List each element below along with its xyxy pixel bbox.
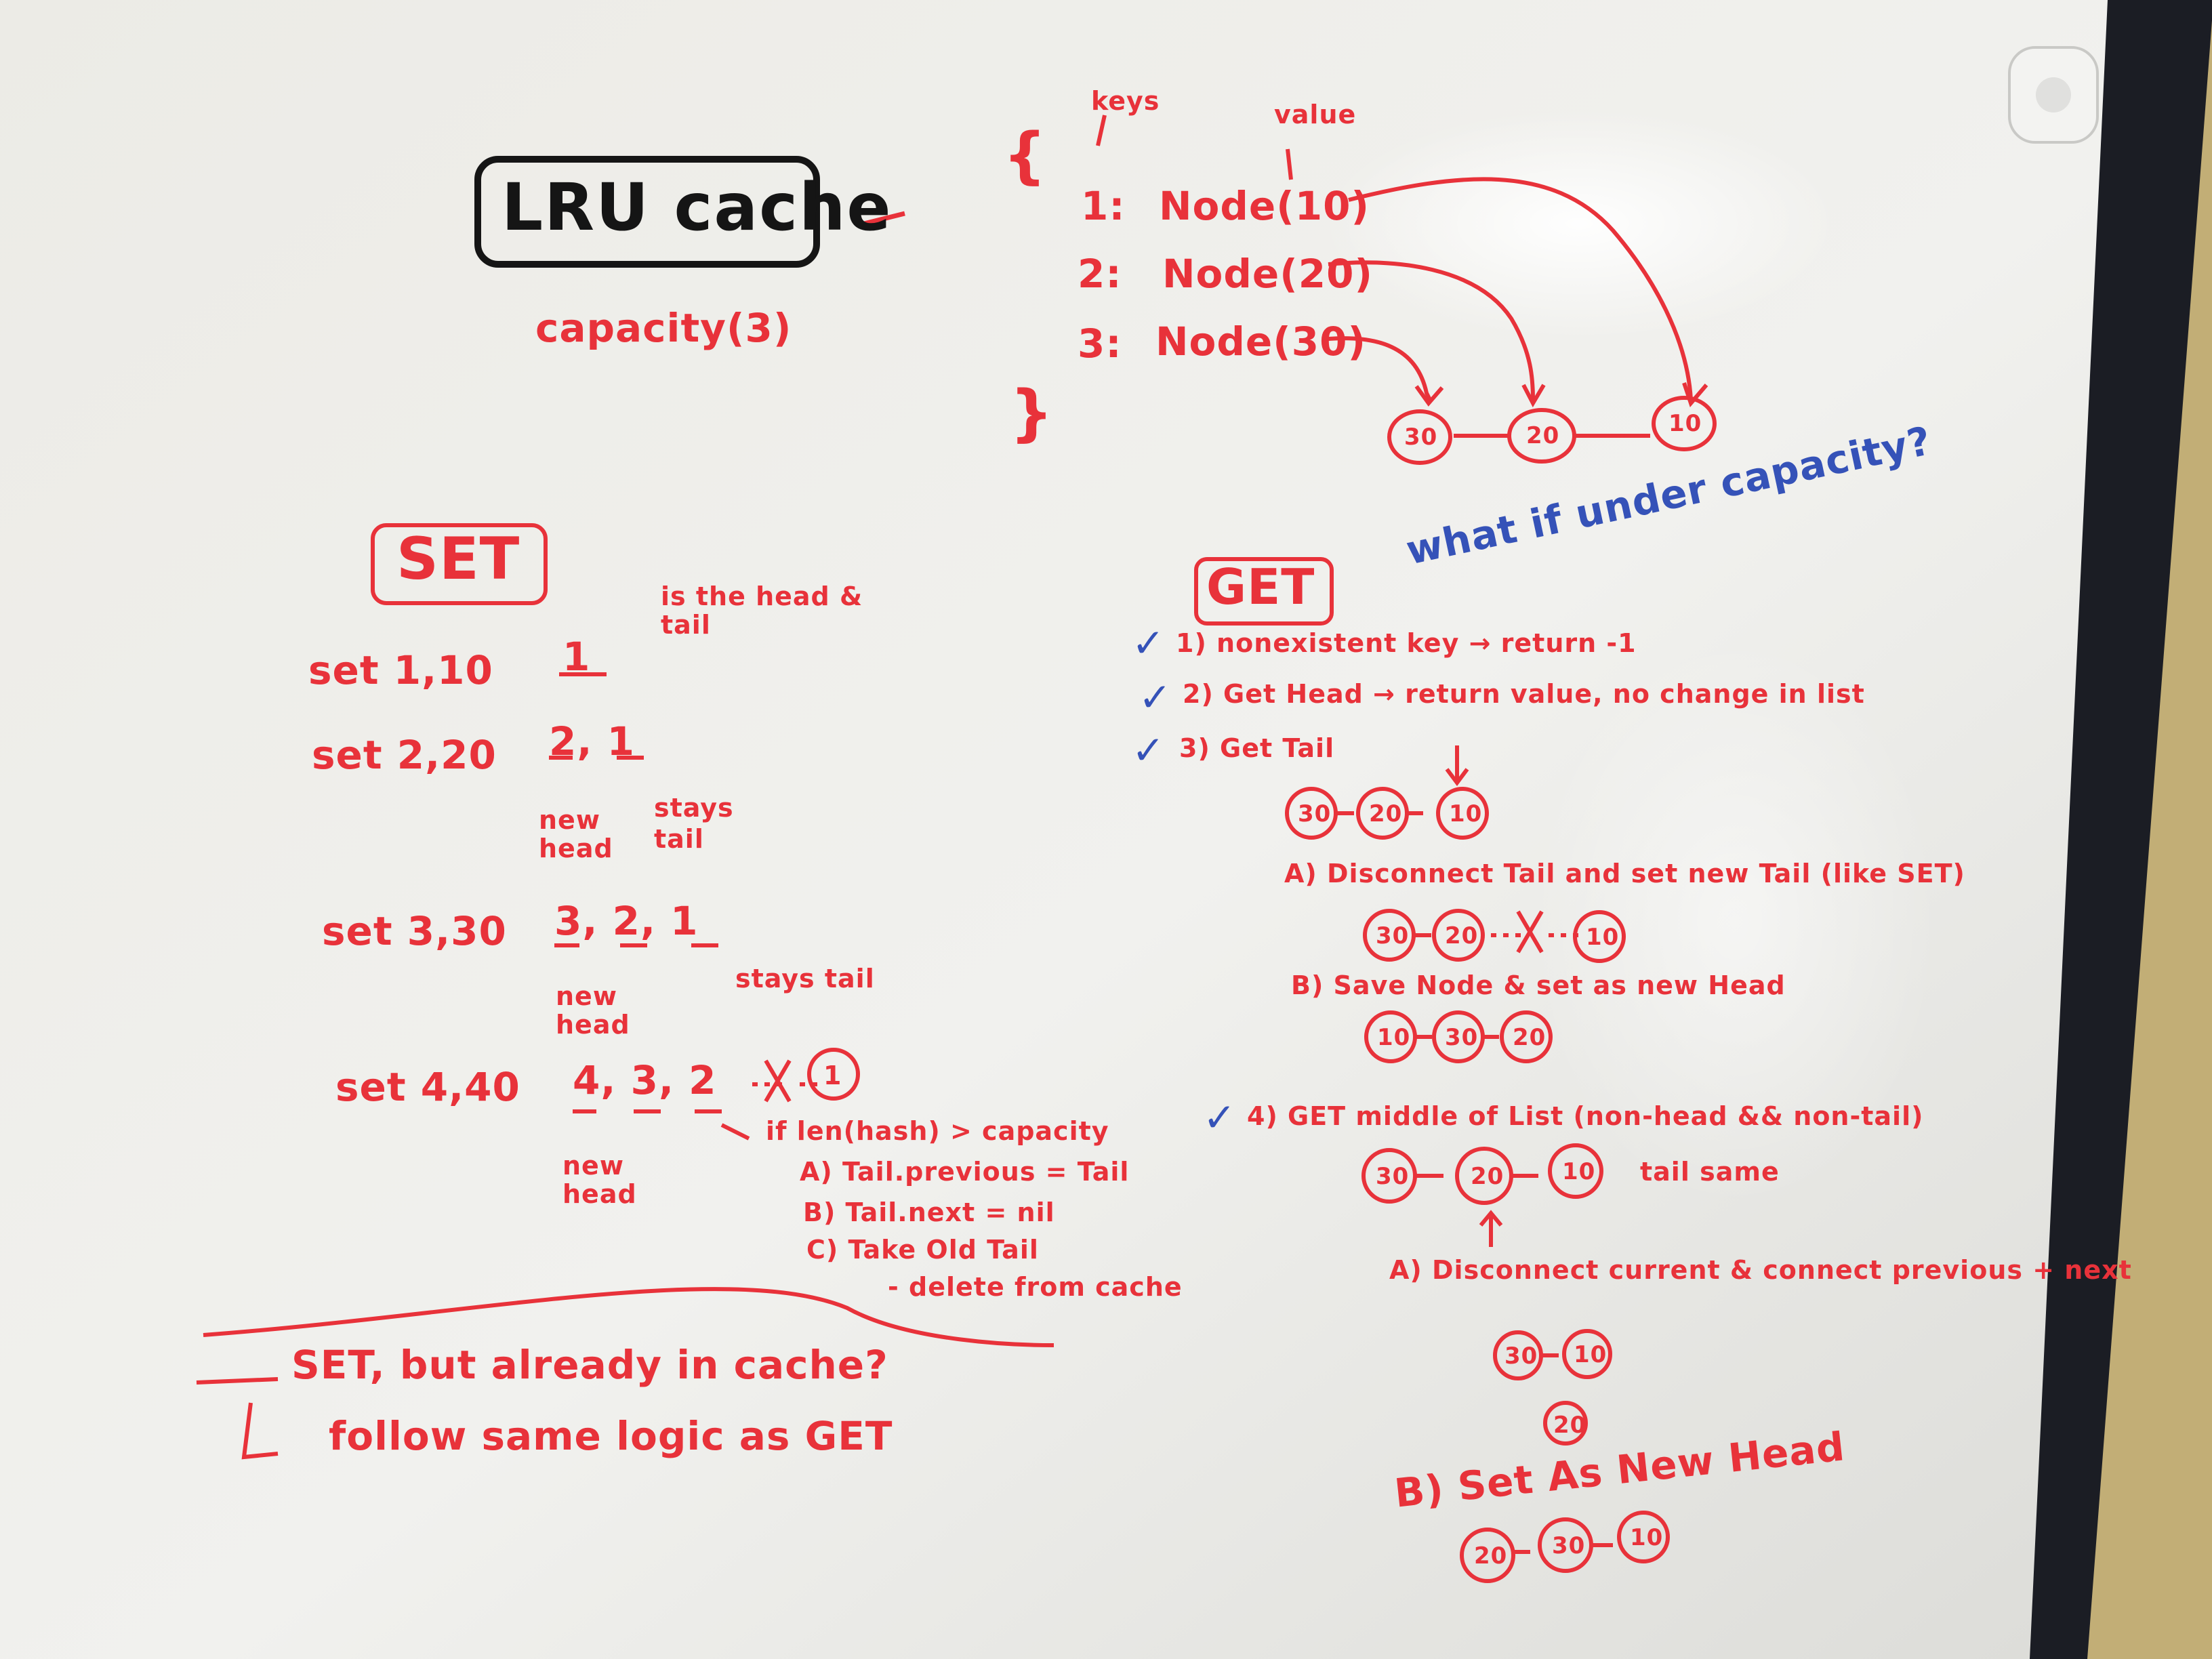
middle-b-node-2: 30 [1552, 1532, 1586, 1559]
set-list-3: 3, 2, 1 [554, 898, 699, 944]
set-cmd-1: set 1,10 [308, 647, 493, 693]
set-list-4: 4, 3, 2 [573, 1057, 717, 1103]
whiteboard-surface [0, 0, 2108, 1659]
set-follow-get: follow same logic as GET [329, 1413, 893, 1459]
tail-list-node-2: 20 [1369, 800, 1403, 827]
clip-center [2036, 77, 2071, 112]
tail-list-node-1: 30 [1298, 800, 1332, 827]
check-case-4: ✓ [1203, 1094, 1237, 1141]
get-tail-step-b: B) Save Node & set as new Head [1291, 970, 1786, 1000]
capacity-label: capacity(3) [535, 305, 792, 351]
set-head-note-4: new head [562, 1151, 637, 1209]
check-case-2: ✓ [1139, 674, 1172, 720]
evict-step-c: C) Take Old Tail [806, 1235, 1039, 1265]
list-node-30: 30 [1404, 424, 1438, 451]
map-key-1: 1: [1081, 183, 1126, 229]
get-tail-step-a: A) Disconnect Tail and set new Tail (lik… [1284, 859, 1965, 888]
map-close-brace: } [1010, 377, 1054, 449]
set-cmd-4: set 4,40 [335, 1064, 520, 1110]
title-box [474, 156, 820, 268]
map-value-2: Node(20) [1162, 251, 1373, 297]
tail-b-node-3: 20 [1513, 1024, 1547, 1051]
tail-b-node-1: 10 [1377, 1024, 1411, 1051]
get-under-capacity-question: what if under capacity? [1401, 417, 1936, 574]
middle-a-node-1: 30 [1504, 1343, 1538, 1370]
get-case-4: 4) GET middle of List (non-head && non-t… [1247, 1101, 1924, 1131]
set-head-note-3: new head [556, 981, 630, 1040]
get-marks [1285, 745, 1670, 1583]
set-list-2: 2, 1 [549, 718, 635, 764]
set-evicted-node: 1 [823, 1061, 842, 1090]
hash-map-list-nodes [1387, 396, 1717, 465]
set-head-note-2: new head [539, 805, 613, 863]
light-glare [1322, 108, 1837, 339]
evict-step-b: B) Tail.next = nil [803, 1197, 1055, 1227]
evict-step-delete: - delete from cache [888, 1272, 1183, 1302]
map-value-1: Node(10) [1159, 183, 1370, 229]
get-middle-step-b: B) Set As New Head [1392, 1423, 1847, 1517]
title-lru-cache: LRU cache [501, 169, 893, 245]
get-case-3: 3) Get Tail [1179, 733, 1335, 763]
hash-map-pointers [1096, 115, 1708, 438]
get-middle-step-a: A) Disconnect current & connect previous… [1389, 1255, 2132, 1285]
tail-a-node-2: 20 [1445, 922, 1479, 949]
keys-label: keys [1091, 86, 1160, 116]
middle-b-node-1: 20 [1474, 1542, 1508, 1570]
check-case-3: ✓ [1132, 727, 1166, 773]
evict-step-a: A) Tail.previous = Tail [800, 1157, 1130, 1187]
map-key-2: 2: [1078, 251, 1122, 297]
set-already-in-cache: SET, but already in cache? [291, 1342, 888, 1388]
set-list-1: 1 [562, 634, 591, 680]
get-case-1: 1) nonexistent key → return -1 [1176, 628, 1637, 658]
tail-a-node-3: 10 [1586, 924, 1620, 951]
set-cmd-2: set 2,20 [312, 732, 497, 778]
set-marks [196, 672, 1054, 1460]
middle-node-2: 20 [1471, 1163, 1504, 1190]
evict-condition: if len(hash) > capacity [766, 1116, 1109, 1146]
map-open-brace: { [1003, 120, 1048, 191]
map-value-3: Node(30) [1155, 319, 1366, 365]
get-heading-box [1194, 557, 1334, 626]
set-heading: SET [396, 525, 520, 593]
set-tail-note-3: stays tail [735, 964, 875, 994]
set-heading-box [371, 523, 548, 605]
middle-a-node-2: 10 [1574, 1341, 1607, 1368]
light-glare-lower [1532, 637, 1938, 1206]
list-node-10: 10 [1668, 410, 1702, 437]
head-tail-note: is the head & tail [661, 581, 863, 640]
get-heading: GET [1206, 558, 1315, 615]
get-case-2: 2) Get Head → return value, no change in… [1183, 679, 1865, 709]
middle-node-1: 30 [1376, 1163, 1410, 1190]
middle-node-3: 10 [1562, 1158, 1596, 1185]
list-node-20: 20 [1526, 422, 1560, 449]
set-cmd-3: set 3,30 [322, 908, 507, 954]
middle-tail-same: tail same [1640, 1157, 1780, 1187]
middle-b-node-3: 10 [1630, 1524, 1664, 1551]
tail-b-node-2: 30 [1445, 1024, 1479, 1051]
tail-list-node-3: 10 [1449, 800, 1483, 827]
tail-a-node-1: 30 [1376, 922, 1410, 949]
title-arrow [863, 211, 905, 226]
set-tail-note-2: stays tail [654, 793, 734, 854]
check-case-1: ✓ [1132, 620, 1166, 666]
middle-a-removed-node: 20 [1553, 1412, 1587, 1439]
value-label: value [1274, 100, 1357, 129]
map-key-3: 3: [1078, 321, 1122, 367]
